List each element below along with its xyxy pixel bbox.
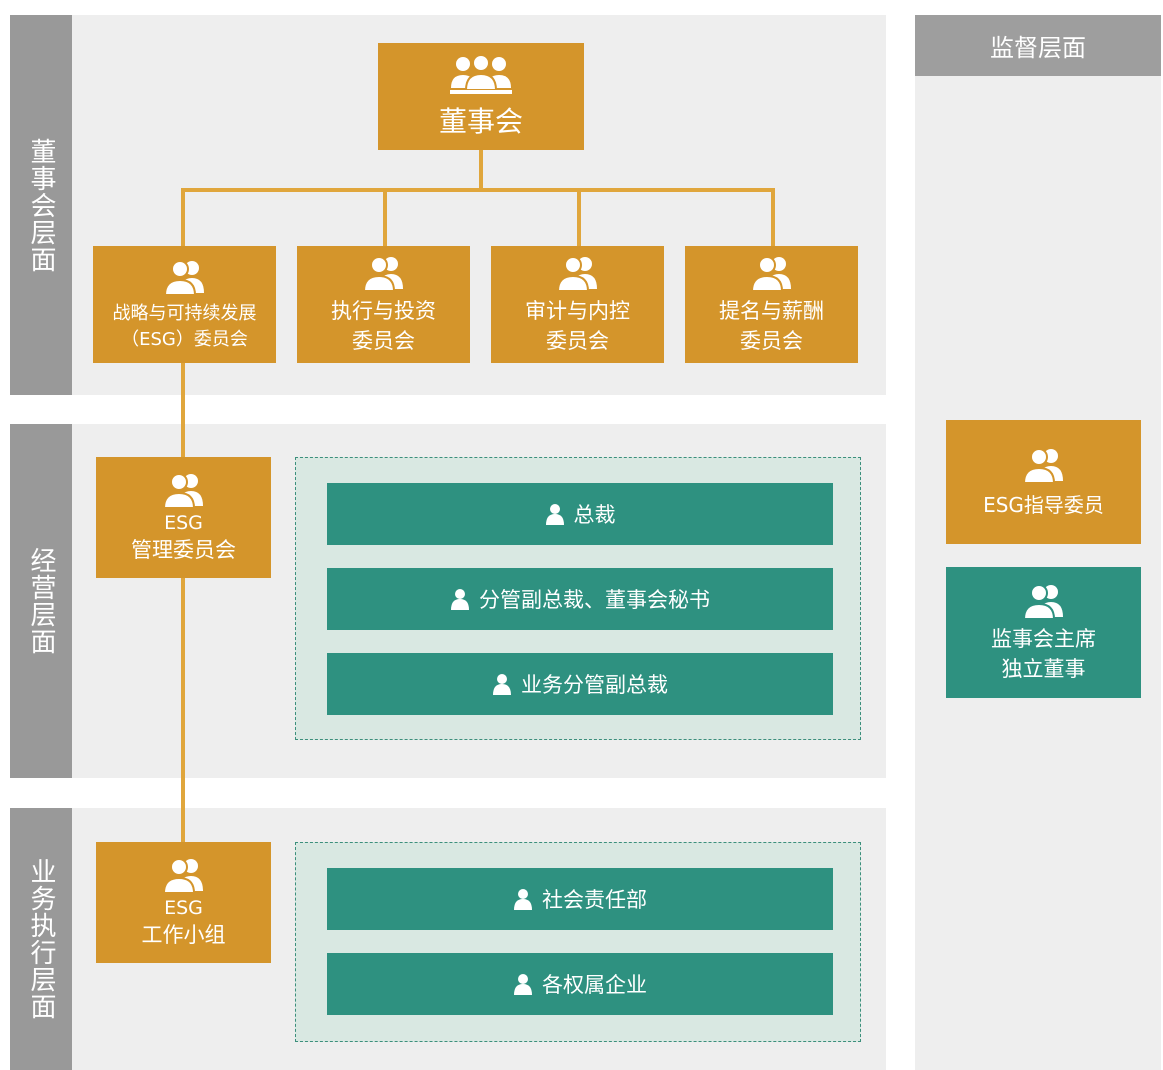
people-group-icon [556, 255, 597, 291]
committee-drop-1 [181, 188, 185, 246]
person-icon [514, 974, 532, 995]
esg-workgroup-line2: 工作小组 [141, 922, 226, 947]
people-group-icon [163, 259, 204, 295]
board-down-line [479, 150, 483, 190]
people-group-icon [450, 53, 512, 94]
committee-drop-3 [577, 188, 581, 246]
person-icon [514, 889, 532, 910]
committee-line1: 执行与投资 [331, 298, 436, 323]
person-icon [451, 589, 469, 610]
committee-execution-investment: 执行与投资 委员会 [297, 246, 470, 363]
people-group-icon [162, 857, 203, 893]
esg-advisor-box: ESG指导委员 [946, 420, 1141, 544]
committee-line2: 委员会 [546, 328, 609, 353]
execution-bar-csr-dept: 社会责任部 [327, 868, 833, 930]
esg-management-line2: 管理委员会 [131, 537, 236, 562]
management-bar-president: 总裁 [327, 483, 833, 545]
esg-workgroup-line1: ESG [164, 896, 203, 919]
board-box: 董事会 [378, 43, 584, 150]
execution-bar-label: 社会责任部 [542, 888, 647, 912]
execution-bar-subsidiaries: 各权属企业 [327, 953, 833, 1015]
committee-strategy-esg: 战略与可持续发展 （ESG）委员会 [93, 246, 276, 363]
committee-line2: 委员会 [740, 328, 803, 353]
esg-advisor-label: ESG指导委员 [983, 492, 1104, 517]
execution-bar-label: 各权属企业 [542, 973, 647, 997]
people-group-icon [750, 255, 791, 291]
management-bar-label: 业务分管副总裁 [521, 673, 668, 697]
committee-line2: （ESG）委员会 [121, 328, 248, 350]
esg-management-committee: ESG 管理委员会 [96, 457, 271, 578]
board-level-label: 董事会层面 [26, 137, 56, 273]
supervision-header: 监督层面 [915, 15, 1161, 76]
management-bar-business-vp: 业务分管副总裁 [327, 653, 833, 715]
committee-audit-control: 审计与内控 委员会 [491, 246, 664, 363]
management-bar-vp-secretary: 分管副总裁、董事会秘书 [327, 568, 833, 630]
esg-management-line1: ESG [164, 511, 203, 534]
board-horizontal-line [181, 188, 775, 192]
board-level-tab: 董事会层面 [10, 15, 72, 395]
committee-line1: 战略与可持续发展 [112, 302, 257, 324]
committee-drop-2 [383, 188, 387, 246]
people-group-icon [1022, 583, 1063, 619]
operation-level-label: 经营层面 [26, 547, 56, 655]
people-group-icon [362, 255, 403, 291]
supervisor-line1: 监事会主席 [991, 626, 1096, 651]
board-label: 董事会 [438, 104, 523, 138]
person-icon [493, 674, 511, 695]
management-bar-label: 分管副总裁、董事会秘书 [479, 588, 710, 612]
execution-level-label: 业务执行层面 [26, 858, 56, 1020]
committee-nomination-remuneration: 提名与薪酬 委员会 [685, 246, 858, 363]
committee-line2: 委员会 [352, 328, 415, 353]
supervisor-line2: 独立董事 [1001, 656, 1086, 681]
committee-drop-4 [771, 188, 775, 246]
execution-level-tab: 业务执行层面 [10, 808, 72, 1070]
supervisor-box: 监事会主席 独立董事 [946, 567, 1141, 698]
operation-level-tab: 经营层面 [10, 424, 72, 778]
esg-vertical-line [181, 362, 185, 844]
people-group-icon [1022, 447, 1063, 483]
person-icon [545, 504, 564, 525]
esg-working-group: ESG 工作小组 [96, 842, 271, 963]
committee-line1: 提名与薪酬 [719, 298, 824, 323]
people-group-icon [162, 472, 203, 508]
committee-line1: 审计与内控 [525, 298, 630, 323]
management-bar-label: 总裁 [573, 503, 616, 527]
